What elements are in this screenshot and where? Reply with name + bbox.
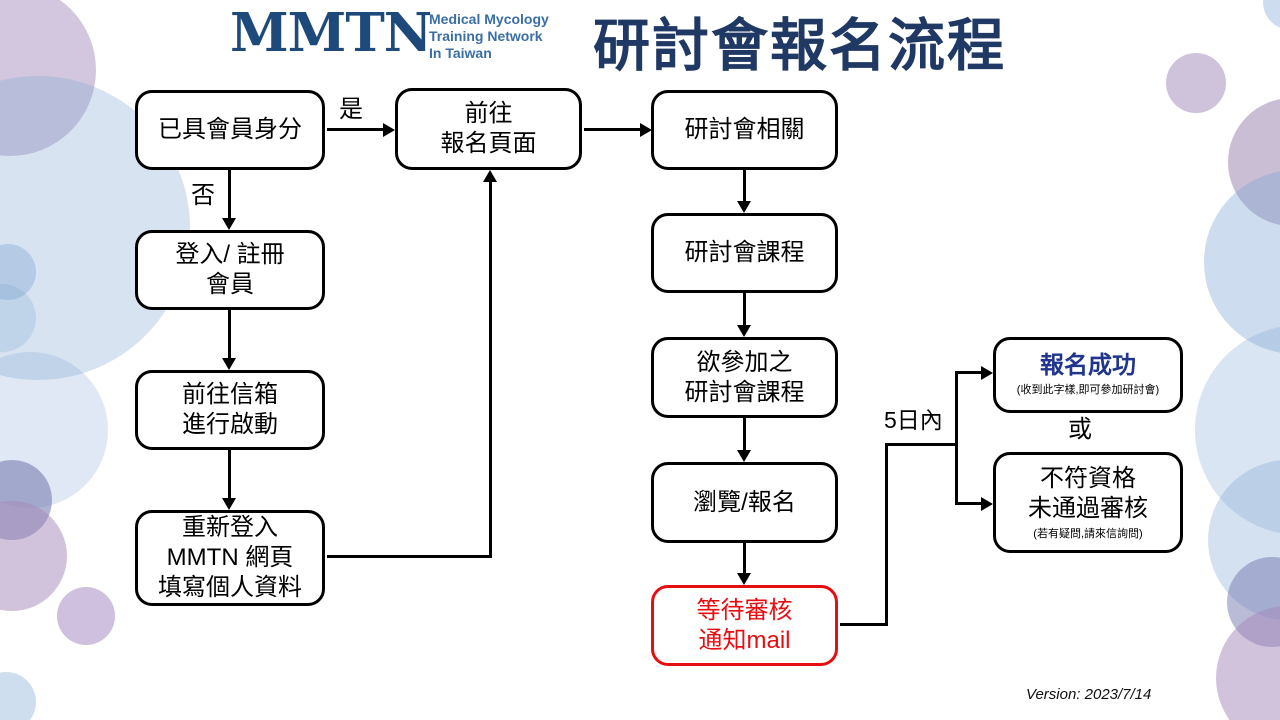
connector <box>885 443 888 626</box>
node-label: 通知mail <box>698 626 791 654</box>
connector <box>228 310 231 360</box>
node-label: 已具會員身分 <box>158 116 302 143</box>
decorative-circle <box>57 587 115 645</box>
node-goto-mailbox: 前往信箱 進行啟動 <box>135 370 325 450</box>
connector <box>955 371 958 505</box>
node-label: 等待審核 <box>696 596 793 624</box>
decorative-circle <box>1204 170 1280 354</box>
node-login-register: 登入/ 註冊 會員 <box>135 230 325 310</box>
decorative-circle <box>1216 606 1280 720</box>
decorative-circle <box>0 672 36 720</box>
node-label: 報名頁面 <box>440 130 537 157</box>
node-label: 填寫個人資料 <box>158 574 302 601</box>
logo-subtitle-line: In Taiwan <box>429 45 492 61</box>
arrowhead-down <box>737 450 751 462</box>
arrowhead-down <box>222 498 236 510</box>
mmtn-logo-subtitle: Medical Mycology Training Network In Tai… <box>429 11 549 62</box>
connector <box>885 443 958 446</box>
node-label: 前往信箱 <box>182 381 278 408</box>
node-relogin: 重新登入 MMTN 網頁 填寫個人資料 <box>135 510 325 606</box>
node-note: (若有疑問,請來信詢問) <box>1033 527 1143 540</box>
arrowhead-right <box>640 123 652 137</box>
node-desired-course: 欲參加之 研討會課程 <box>651 337 838 418</box>
decorative-circle <box>1166 53 1226 113</box>
connector <box>743 418 746 453</box>
arrowhead-down <box>737 201 751 213</box>
connector <box>327 555 492 558</box>
node-member-check: 已具會員身分 <box>135 90 325 170</box>
node-label: 研討會相關 <box>684 116 805 143</box>
node-note: (收到此字樣,即可參加研討會) <box>1016 384 1160 396</box>
arrowhead-right <box>981 366 993 380</box>
node-label: 會員 <box>206 271 254 298</box>
node-label: 報名成功 <box>1040 352 1136 379</box>
version-label: Version: 2023/7/14 <box>1026 686 1152 703</box>
connector <box>955 371 983 374</box>
node-label: 重新登入 <box>182 514 278 541</box>
node-label: 登入/ 註冊 <box>175 241 285 268</box>
node-label: 進行啟動 <box>182 411 278 438</box>
connector <box>955 502 983 505</box>
node-label: 研討會課程 <box>684 378 805 406</box>
node-label: 未通過審核 <box>1028 494 1148 522</box>
node-wait-review: 等待審核 通知mail <box>651 585 838 666</box>
node-seminar-courses: 研討會課程 <box>651 213 838 293</box>
logo-subtitle-line: Medical Mycology <box>429 11 549 27</box>
connector <box>228 170 231 220</box>
edge-label-within-days: 5日內 <box>884 407 943 433</box>
node-label: 不符資格 <box>1040 464 1136 492</box>
decorative-circle <box>0 501 67 611</box>
node-browse-register: 瀏覽/報名 <box>651 462 838 543</box>
node-registration-success: 報名成功 (收到此字樣,即可參加研討會) <box>993 337 1183 413</box>
arrowhead-down <box>222 218 236 230</box>
arrowhead-up <box>483 170 497 182</box>
arrowhead-down <box>737 573 751 585</box>
connector <box>489 174 492 558</box>
edge-label-no: 否 <box>191 182 215 209</box>
arrowhead-down <box>737 325 751 337</box>
node-not-qualified: 不符資格 未通過審核 (若有疑問,請來信詢問) <box>993 452 1183 553</box>
node-goto-registration: 前往 報名頁面 <box>395 88 582 170</box>
page-title: 研討會報名流程 <box>593 14 1006 78</box>
decorative-circle <box>1263 0 1280 30</box>
edge-label-yes: 是 <box>339 96 363 123</box>
edge-label-or: 或 <box>1068 416 1092 443</box>
arrowhead-right <box>981 497 993 511</box>
connector <box>840 623 888 626</box>
logo-subtitle-line: Training Network <box>429 28 543 44</box>
connector <box>327 128 385 131</box>
connector <box>228 450 231 500</box>
node-label: 前往 <box>464 100 513 127</box>
node-label: MMTN 網頁 <box>166 544 294 571</box>
connector <box>743 543 746 576</box>
mmtn-logo: MMTN <box>230 2 432 64</box>
node-label: 瀏覽/報名 <box>693 488 796 516</box>
node-label: 研討會課程 <box>684 239 805 266</box>
node-label: 欲參加之 <box>696 348 793 376</box>
connector <box>584 128 642 131</box>
arrowhead-right <box>383 123 395 137</box>
arrowhead-down <box>222 358 236 370</box>
connector <box>743 170 746 203</box>
node-seminar-related: 研討會相關 <box>651 90 838 170</box>
connector <box>743 293 746 328</box>
